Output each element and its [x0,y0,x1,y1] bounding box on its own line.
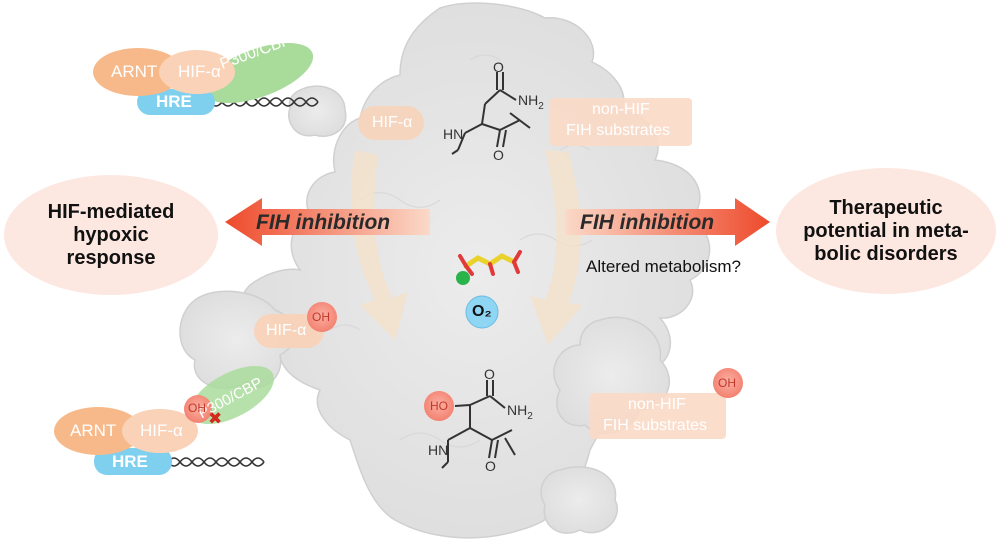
hre-shape-bottom [94,448,172,475]
left-outcome-line2: hypoxic [73,223,149,246]
left-arrow-label: FIH inhibition [256,211,391,234]
nonhif-bottom-line1: non-HIF [628,396,686,413]
block-mark: ✖ [208,409,223,428]
hif-top-badge [358,106,424,140]
p300-cbp-shape-top [202,42,314,104]
right-outcome-line1: Therapeutic [829,196,943,219]
hif-shape-top [159,50,235,94]
hif-oh-circle [307,302,337,332]
hif-oh-badge [254,314,324,348]
asparagine-structure-top [451,72,531,155]
hre-label-bottom: HRE [112,452,148,471]
nh2-top-label: NH2 [518,92,544,112]
nonhif-top-line2: FIH substrates [566,122,671,139]
arnt-label-bottom: ARNT [70,421,117,440]
right-inhibition-arrow [565,198,770,246]
left-outcome-bubble: HIF-mediated hypoxic response [4,175,218,295]
oxygen-label: O₂ [472,303,492,320]
hre-shape-top [137,89,215,115]
arnt-shape-top [93,48,183,96]
hif-alpha-label-top: HIF-α [178,62,221,81]
right-outcome-line2: potential in meta- [803,219,969,242]
left-inhibition-arrow [225,198,430,246]
hn-top-label: HN [443,126,464,142]
hif-alpha-substrate-top: HIF-α [372,114,413,131]
nonhif-bottom-line2: FIH substrates [603,417,708,434]
hif-shape-bottom [122,409,198,453]
arnt-label-top: ARNT [111,62,158,81]
hif-alpha-label-bottom: HIF-α [140,421,183,440]
nonhif-oh-circle [713,368,743,398]
o-top-carbonyl: O [493,59,504,75]
o-bottom-backbone: O [485,458,496,474]
hif-alpha-hydroxylated-label: HIF-α [266,322,307,339]
dna-helix-bottom [167,457,265,467]
iron-ion [456,271,470,285]
nonhif-oh-label: OH [718,376,736,390]
right-outcome-line3: bolic disorders [814,242,958,265]
hre-label-top: HRE [156,92,192,111]
nonhif-bottom-badge [590,393,726,439]
reaction-flow-arrows [351,150,583,345]
left-outcome-line1: HIF-mediated [47,200,175,223]
hn-bottom-label: HN [428,442,449,458]
altered-metabolism-label: Altered metabolism? [586,257,741,276]
o-bottom-carbonyl: O [484,366,495,382]
ho-circle [424,391,454,421]
left-outcome-line3: response [66,246,156,269]
nh2-bottom-label: NH2 [507,402,533,422]
nonhif-top-line1: non-HIF [592,101,650,118]
asparagine-structure-bottom [441,380,516,469]
right-arrow-label: FIH inhibition [580,211,715,234]
oh-circle-bottom-complex [184,395,212,423]
ho-bottom-label: HO [430,399,448,413]
right-outcome-bubble: Therapeutic potential in meta- bolic dis… [776,168,996,294]
hif-oh-label: OH [312,310,330,324]
o-top-backbone: O [493,147,504,163]
arnt-shape-bottom [54,407,142,455]
cosubstrate-stick-model [458,250,522,276]
nonhif-top-badge [550,98,692,146]
oxygen-circle [465,295,499,329]
oh-label-complex: OH [188,401,206,415]
